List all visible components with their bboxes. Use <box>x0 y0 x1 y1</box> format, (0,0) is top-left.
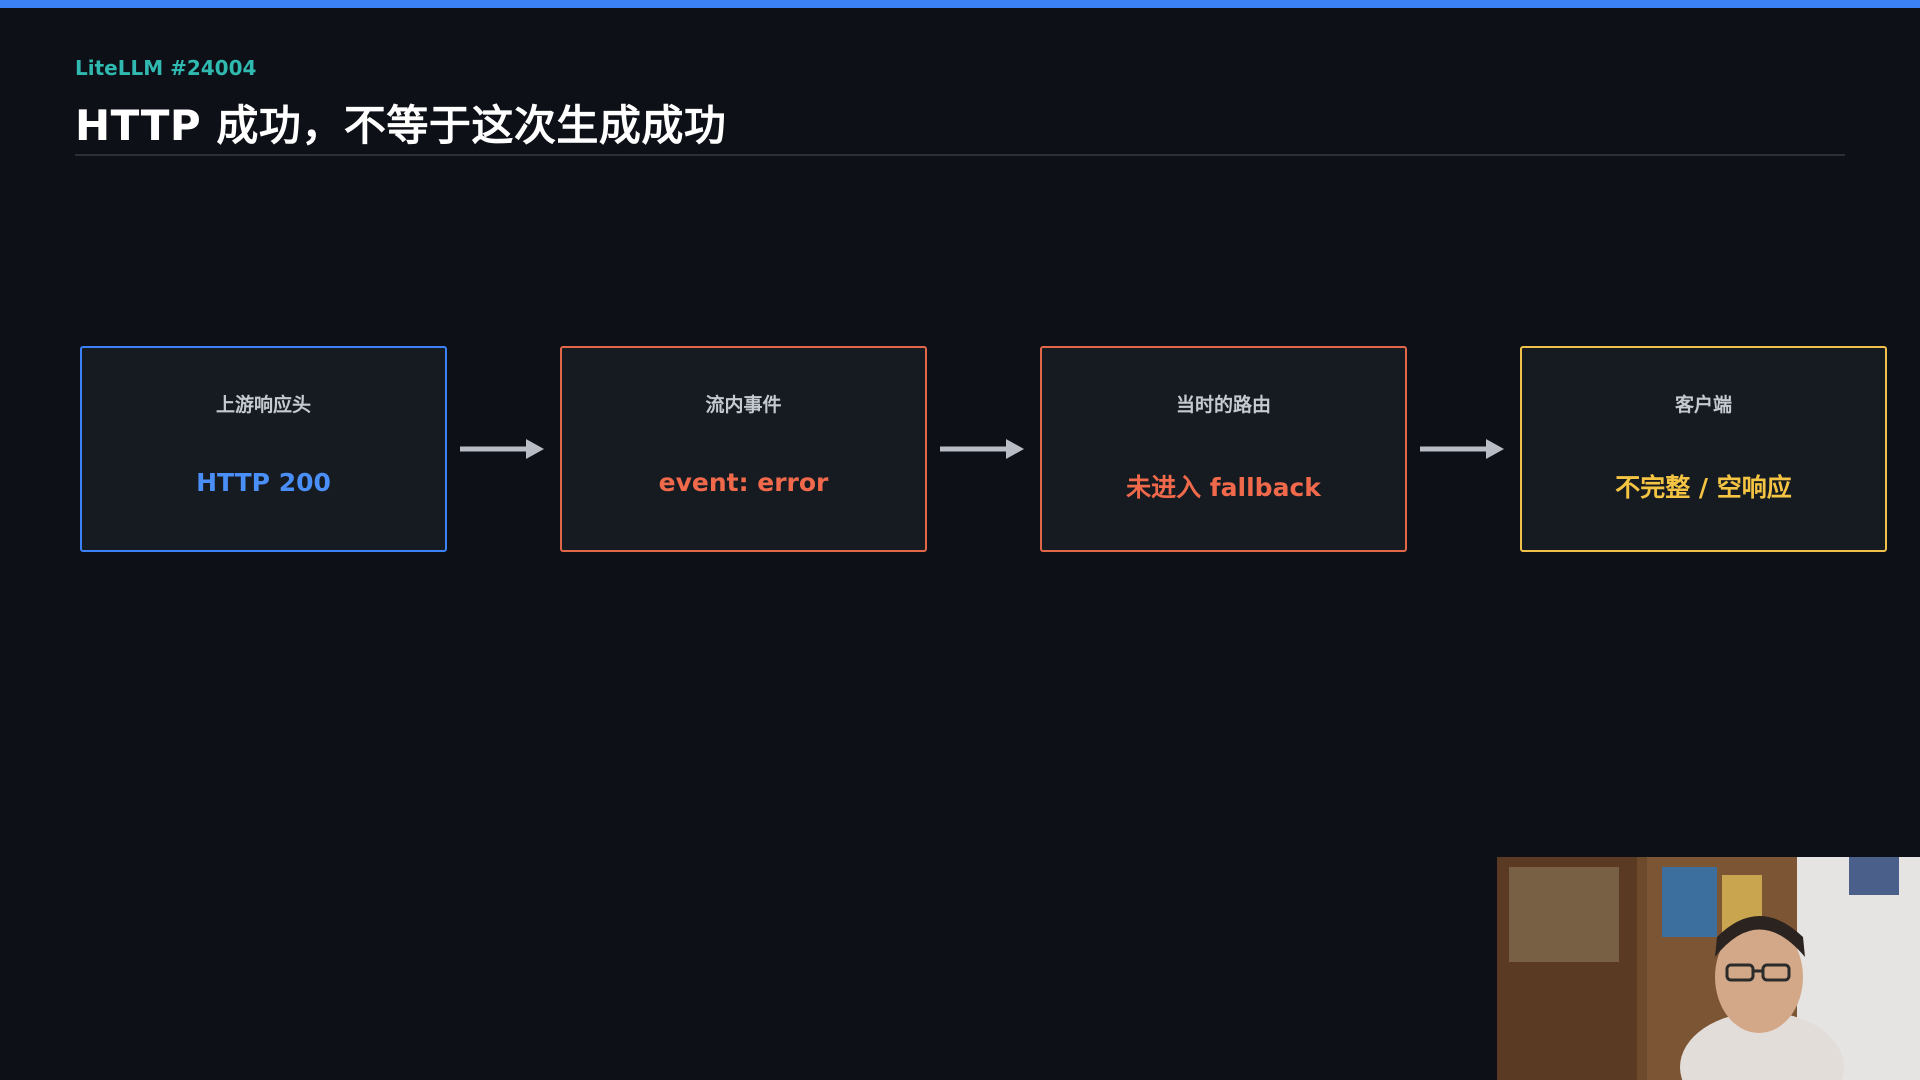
top-accent-bar <box>0 0 1920 8</box>
flow-step-label: 上游响应头 <box>215 394 311 416</box>
flow-step-value: 不完整 / 空响应 <box>1615 473 1792 502</box>
flow-step-label: 客户端 <box>1674 394 1732 416</box>
presenter-video-image <box>1497 857 1920 1080</box>
flow-step-value: HTTP 200 <box>196 468 331 497</box>
flow-step-value: event: error <box>658 468 829 497</box>
arrow-right-icon <box>940 439 1024 459</box>
slide-title: HTTP 成功，不等于这次生成成功 <box>75 101 727 150</box>
title-divider <box>75 154 1845 156</box>
flow-step-routing: 当时的路由 未进入 fallback <box>1040 346 1407 552</box>
flow-step-label: 流内事件 <box>705 394 782 416</box>
flow-step-label: 当时的路由 <box>1175 394 1271 416</box>
webcam-overlay <box>1497 857 1920 1080</box>
arrow-right-icon <box>460 439 544 459</box>
flow-step-upstream-header: 上游响应头 HTTP 200 <box>80 346 447 552</box>
slide-subtitle: LiteLLM #24004 <box>75 56 257 80</box>
flow-step-value: 未进入 fallback <box>1126 473 1321 502</box>
arrow-right-icon <box>1420 439 1504 459</box>
flow-step-client: 客户端 不完整 / 空响应 <box>1520 346 1887 552</box>
flow-step-stream-event: 流内事件 event: error <box>560 346 927 552</box>
